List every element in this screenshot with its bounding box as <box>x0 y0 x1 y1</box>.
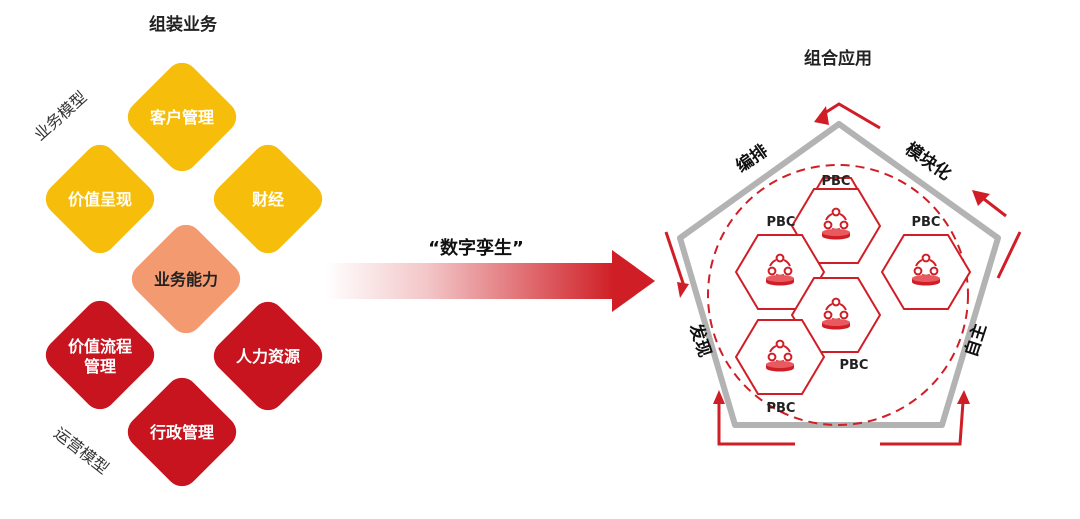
tile-value-flow-management: 价值流程 管理 <box>45 300 155 410</box>
side-label-business-model: 业务模型 <box>30 87 90 144</box>
tile-label: 行政管理 <box>149 423 214 442</box>
arrowhead-top <box>814 106 829 125</box>
pbc-hexagon-bottom-left: PBC <box>734 319 826 416</box>
cycle-arrows <box>664 102 1022 446</box>
pbc-label: PBC <box>912 215 941 230</box>
digital-twin-label: “数字孪生” <box>428 237 524 259</box>
arrowhead-bottom-left <box>713 390 725 404</box>
tile-label-line1: 价值流程 <box>68 337 132 356</box>
left-title: 组装业务 <box>149 14 218 35</box>
pbc-label: PBC <box>767 401 796 416</box>
right-title: 组合应用 <box>804 48 872 69</box>
tile-label: 价值呈现 <box>68 190 132 209</box>
tile-label: 业务能力 <box>154 270 218 289</box>
pbc-label: PBC <box>840 358 869 373</box>
tile-finance: 财经 <box>213 144 323 254</box>
side-label-operation-model: 运营模型 <box>50 423 112 477</box>
tile-label: 人力资源 <box>236 347 300 366</box>
edge-label-orchestrate: 编排 <box>732 140 772 177</box>
tile-label: 财经 <box>251 190 284 209</box>
digital-twin-arrow <box>325 250 655 312</box>
pbc-hexagon-left: PBC <box>734 215 826 310</box>
pbc-label: PBC <box>767 215 796 230</box>
dashed-circle <box>707 164 969 426</box>
pbc-hexagon-right: PBC <box>880 215 972 310</box>
pbc-label: PBC <box>822 174 851 189</box>
tile-label-line2: 管理 <box>84 357 116 376</box>
pbc-hexagon-center: PBC <box>790 277 882 373</box>
tile-business-capability: 业务能力 <box>131 224 241 334</box>
tile-value-presentation: 价值呈现 <box>45 144 155 254</box>
tile-label: 客户管理 <box>150 108 214 127</box>
arrowhead-bottom-right <box>957 390 970 404</box>
tile-human-resources: 人力资源 <box>213 301 323 411</box>
arrowhead-left <box>677 282 689 298</box>
tile-administration: 行政管理 <box>127 377 237 487</box>
tile-customer-management: 客户管理 <box>127 62 237 172</box>
pbc-hexagon-top: PBC <box>790 174 882 264</box>
arrowhead-right <box>972 190 990 206</box>
cycle-arrowheads <box>677 106 990 404</box>
